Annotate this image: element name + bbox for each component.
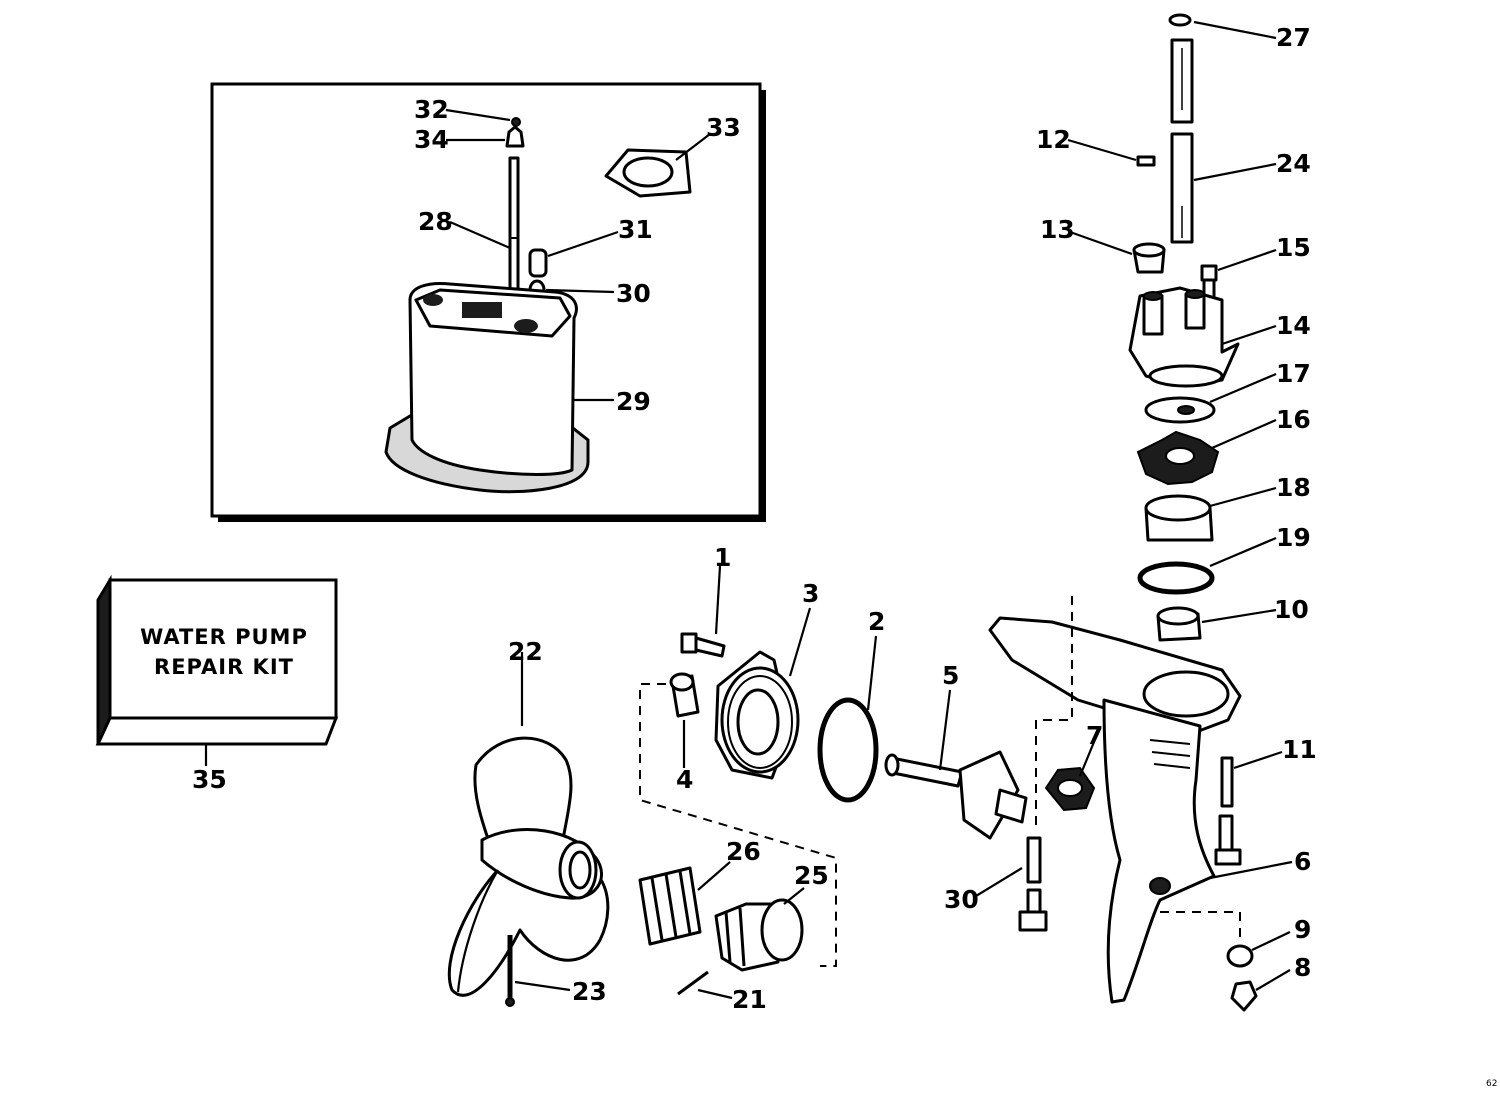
part-3-bearing-housing	[714, 650, 800, 780]
part-10-seal	[1156, 606, 1202, 642]
part-31-bushing	[528, 248, 548, 278]
callout-4: 4	[676, 765, 693, 794]
part-21-cotter	[677, 970, 709, 996]
part-15-screw	[1200, 264, 1218, 306]
kit-label-line2: REPAIR KIT	[154, 655, 294, 679]
part-2-o-ring	[817, 697, 879, 803]
part-11-stud	[1214, 756, 1242, 866]
part-7-pinion	[1044, 766, 1096, 812]
callout-23: 23	[572, 977, 607, 1006]
callout-12: 12	[1036, 125, 1071, 154]
part-8-screw	[1230, 980, 1258, 1012]
callout-35: 35	[192, 765, 227, 794]
callout-3: 3	[802, 579, 819, 608]
callout-19: 19	[1276, 523, 1311, 552]
callout-14: 14	[1276, 311, 1311, 340]
callout-10: 10	[1274, 595, 1309, 624]
part-19-seal-ring	[1137, 561, 1215, 595]
part-14-pump-housing	[1128, 286, 1240, 388]
part-28-rod	[508, 156, 520, 298]
part-34-nut	[505, 125, 525, 148]
part-5-drive-gear	[884, 750, 1028, 840]
corner-code: 62	[1486, 1079, 1497, 1089]
callout-15: 15	[1276, 233, 1311, 262]
part-13-bushing	[1132, 242, 1166, 274]
callout-8: 8	[1294, 953, 1311, 982]
kit-label-line1: WATER PUMP	[140, 625, 308, 649]
part-27-o-ring	[1168, 13, 1192, 27]
callout-18: 18	[1276, 473, 1311, 502]
callout-32: 32	[414, 95, 449, 124]
part-26-hub	[638, 866, 702, 946]
callout-33: 33	[706, 113, 741, 142]
callout-5: 5	[942, 661, 959, 690]
part-1-screw	[680, 632, 726, 658]
part-33-gasket	[604, 148, 692, 198]
part-12-screw	[1136, 155, 1156, 167]
part-6-gearcase	[988, 616, 1242, 1004]
callout-28: 28	[418, 207, 453, 236]
callout-16: 16	[1276, 405, 1311, 434]
callout-9: 9	[1294, 915, 1311, 944]
callout-1: 1	[714, 543, 731, 572]
callout-11: 11	[1282, 735, 1317, 764]
callout-27: 27	[1276, 23, 1311, 52]
callout-30-inset: 30	[616, 279, 651, 308]
part-29-housing	[384, 282, 590, 494]
callout-24: 24	[1276, 149, 1311, 178]
callout-21: 21	[732, 985, 767, 1014]
callout-2: 2	[868, 607, 885, 636]
part-9-washer	[1226, 944, 1254, 968]
part-16-impeller	[1136, 430, 1220, 486]
callout-34: 34	[414, 125, 449, 154]
part-32-ball	[511, 117, 521, 127]
callout-13: 13	[1040, 215, 1075, 244]
callout-labels: 1 2 3 4 5 6 7 8 9 10 11 12 13 14 15 16 1…	[192, 23, 1497, 1089]
part-30-stud	[1018, 836, 1048, 932]
callout-6: 6	[1294, 847, 1311, 876]
callout-7: 7	[1086, 721, 1103, 750]
callout-29: 29	[616, 387, 651, 416]
callout-30-stud: 30	[944, 885, 979, 914]
callout-22: 22	[508, 637, 543, 666]
part-25-thrust-bushing	[714, 898, 804, 972]
part-4-spacer	[669, 672, 700, 718]
part-18-liner	[1144, 494, 1214, 542]
repair-kit-box: WATER PUMP REPAIR KIT	[95, 574, 339, 746]
part-17-plate	[1144, 396, 1216, 424]
callout-25: 25	[794, 861, 829, 890]
callout-26: 26	[726, 837, 761, 866]
part-24-driveshaft	[1170, 38, 1194, 244]
callout-31: 31	[618, 215, 653, 244]
part-22-propeller	[447, 736, 610, 997]
callout-17: 17	[1276, 359, 1311, 388]
